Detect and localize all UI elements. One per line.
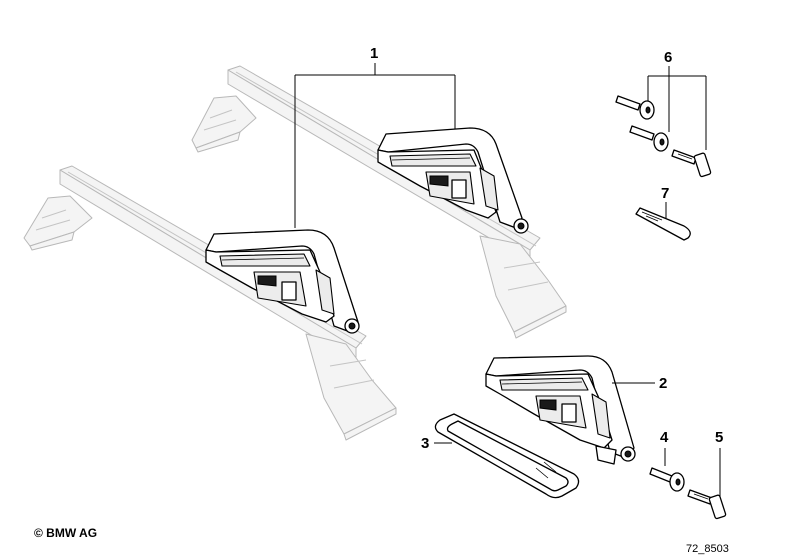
callout-1-leader — [294, 63, 456, 228]
callout-6: 6 — [664, 49, 673, 66]
key-part-5 — [687, 448, 727, 520]
callout-1: 1 — [370, 45, 379, 62]
copyright-notice: © BMW AG — [34, 526, 98, 540]
bike-holder-front — [205, 229, 360, 334]
callout-3: 3 — [421, 435, 430, 452]
bike-holder-rear — [377, 127, 529, 234]
lock-cylinder-part-4 — [649, 448, 685, 492]
lock-set-part-6 — [615, 66, 712, 178]
callout-2: 2 — [659, 375, 668, 392]
strap-part-3 — [434, 413, 580, 499]
diagram-reference-number: 72_8503 — [686, 543, 729, 555]
callout-4: 4 — [660, 429, 669, 446]
bike-holder-part-2 — [485, 355, 655, 465]
key-blank-part-7 — [635, 202, 691, 241]
callout-7: 7 — [661, 185, 670, 202]
callout-5: 5 — [715, 429, 724, 446]
